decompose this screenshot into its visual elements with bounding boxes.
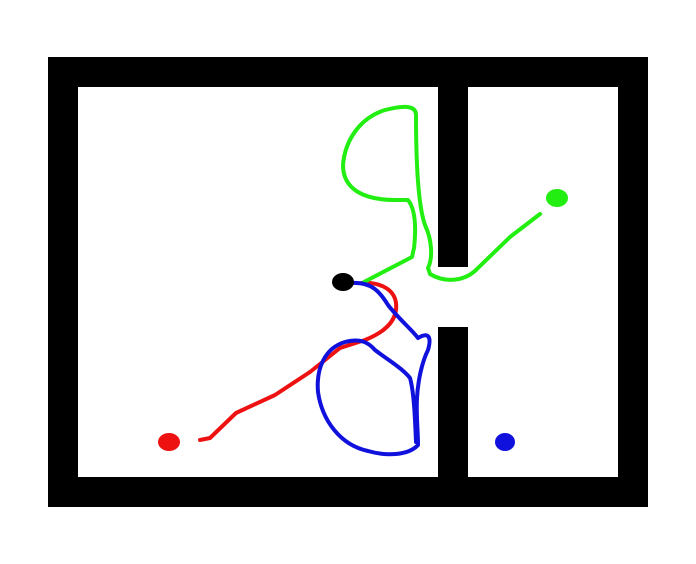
start-marker [332, 273, 354, 291]
divider-wall-lower [438, 327, 468, 507]
green-goal [546, 189, 568, 207]
green-path [341, 104, 542, 284]
walls [48, 57, 648, 507]
divider-wall-upper [438, 57, 468, 267]
blue-path [315, 280, 432, 457]
wall-bottom [48, 477, 648, 507]
wall-left [48, 57, 78, 507]
wall-top [48, 57, 648, 87]
blue-goal [495, 433, 515, 451]
red-goal [158, 433, 180, 451]
wall-right [618, 57, 648, 507]
